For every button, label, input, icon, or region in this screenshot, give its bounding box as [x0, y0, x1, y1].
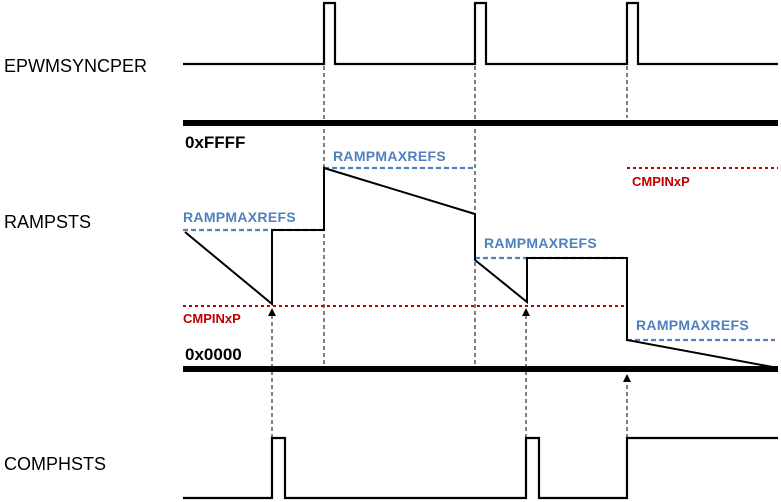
ramp-signal-label: RAMPSTS: [4, 212, 91, 232]
ramp-waveform-segment-1: [184, 166, 779, 369]
ramp-max-ref-label-2: RAMPMAXREFS: [333, 148, 446, 164]
comp-waveform: [183, 436, 778, 500]
cmpin-label-1: CMPINxP: [183, 311, 241, 326]
sync-waveform: [183, 1, 778, 66]
comp-signal-label: COMPHSTS: [4, 454, 106, 474]
ramp-max-ref-label-1: RAMPMAXREFS: [183, 209, 296, 225]
min-level-label: 0x0000: [185, 345, 242, 364]
ramp-max-ref-label-4: RAMPMAXREFS: [636, 317, 749, 333]
cmpin-label-2: CMPINxP: [632, 174, 690, 189]
ramp-max-ref-label-3: RAMPMAXREFS: [484, 235, 597, 251]
max-level-label: 0xFFFF: [185, 133, 245, 152]
sync-signal-label: EPWMSYNCPER: [4, 56, 147, 76]
